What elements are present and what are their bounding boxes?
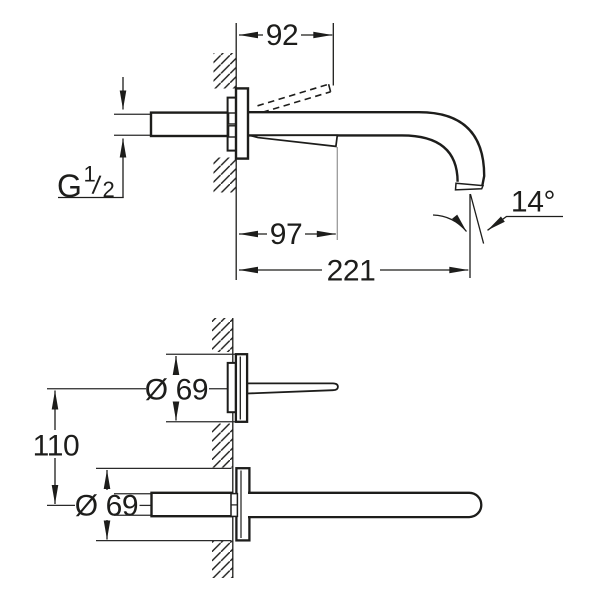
pipe-body [149,111,232,138]
spout-inner-edge [248,134,459,182]
wall-hatch [212,318,233,352]
lever-handle-raised-dashed [257,83,332,114]
dia-69-spout-label: Ø 69 [75,490,138,523]
angle-leader [487,215,563,231]
dim-110-label: 110 [33,430,80,463]
angle-arc [432,214,468,232]
thread-g-label: G [57,168,82,204]
wall-hatch [212,540,233,578]
spout-escutcheon-plate [235,467,251,542]
lever-handle-bar [246,382,339,395]
thread-numerator: 1 [84,162,96,187]
spout-outer-edge [248,111,486,186]
supply-pipe [114,111,232,138]
thread-callout-g-half: G 1 / 2 [57,77,127,204]
lever-handle [249,134,339,148]
spout [248,111,486,191]
dimension-110: 110 [33,390,80,504]
dimension-92: 92 [239,19,333,52]
dim-97-label: 97 [270,218,303,251]
dimension-221: 221 [239,255,469,288]
thread-denominator: 2 [103,177,115,202]
wall-hatch [212,423,233,468]
dia-69-handle-label: Ø 69 [145,374,208,407]
concealed-body [226,361,237,414]
angle-label: 14° [511,186,555,219]
dimension-dia-69-handle: Ø 69 [145,356,209,421]
escutcheon-plate [234,87,250,160]
bottom-view-elevation: Ø 69 110 Ø 69 [33,318,483,578]
spray-direction-line [469,193,485,244]
spout-nozzle [454,182,485,191]
dim-92-label: 92 [266,19,299,52]
handle-escutcheon-plate [234,353,249,423]
spray-angle-14: 14° [432,186,563,244]
spout-tube [248,491,483,519]
wall-hatch [213,157,236,193]
top-view-side-elevation: 92 97 221 G 1 / 2 14° [57,19,563,288]
dimension-dia-69-spout: Ø 69 [75,470,139,540]
dimension-97: 97 [239,218,336,251]
wall-hatch [213,53,236,89]
pipe-body [150,491,234,518]
dim-221-label: 221 [327,255,376,288]
